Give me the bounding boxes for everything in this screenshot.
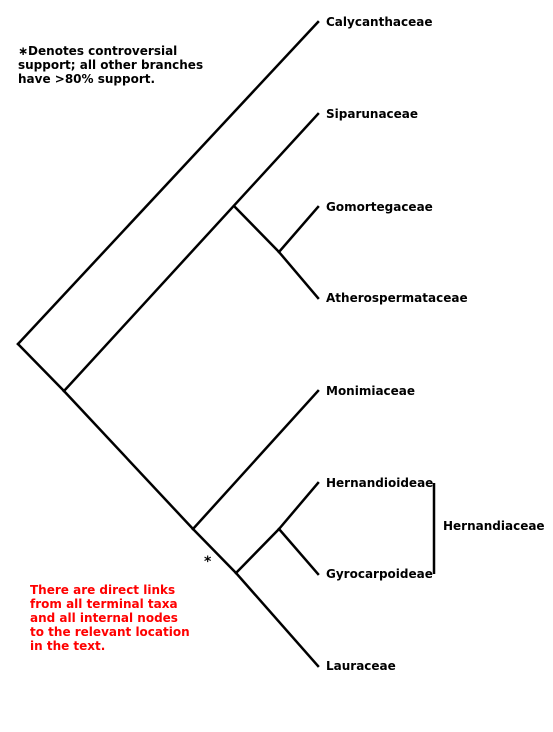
support-note-line: ∗Denotes controversial bbox=[18, 44, 178, 58]
tree-branches bbox=[16, 20, 320, 668]
branch-n6-hernandioideae bbox=[277, 481, 320, 531]
branch-root-n1 bbox=[16, 342, 66, 393]
branch-n1-siparunaceae bbox=[62, 112, 320, 393]
taxon-label-gyrocarpoideae[interactable]: Gyrocarpoideae bbox=[326, 567, 433, 581]
taxon-label-atherospermataceae[interactable]: Atherospermataceae bbox=[326, 291, 468, 305]
links-note-line: and all internal nodes bbox=[30, 611, 178, 625]
links-note: There are direct links from all terminal… bbox=[30, 583, 190, 653]
taxon-label-calycanthaceae[interactable]: Calycanthaceae bbox=[326, 15, 432, 29]
support-note: ∗Denotes controversial support; all othe… bbox=[18, 44, 203, 86]
links-note-line: There are direct links bbox=[30, 583, 176, 597]
branch-n2-n3 bbox=[233, 205, 281, 254]
branch-n1-n4 bbox=[62, 389, 195, 531]
branch-root-calycanthaceae bbox=[16, 20, 320, 346]
support-note-line: support; all other branches bbox=[18, 58, 204, 72]
branch-n4-n5 bbox=[191, 527, 238, 575]
taxon-label-gomortegaceae[interactable]: Gomortegaceae bbox=[326, 200, 433, 214]
taxon-label-hernandioideae[interactable]: Hernandioideae bbox=[326, 476, 433, 490]
taxon-labels: CalycanthaceaeSiparunaceaeGomortegaceaeA… bbox=[326, 15, 468, 673]
controversial-support-marker: * bbox=[204, 554, 212, 570]
taxon-label-siparunaceae[interactable]: Siparunaceae bbox=[326, 107, 418, 121]
branch-n6-gyrocarpoideae bbox=[277, 527, 320, 576]
links-note-line: to the relevant location bbox=[30, 625, 190, 639]
clade-label-hernandiaceae[interactable]: Hernandiaceae bbox=[443, 519, 545, 533]
branch-n4-monimiaceae bbox=[191, 389, 320, 531]
links-note-line: from all terminal taxa bbox=[30, 597, 178, 611]
branch-n5-n6 bbox=[234, 527, 281, 575]
support-note-line: have >80% support. bbox=[18, 72, 156, 86]
links-note-line: in the text. bbox=[30, 639, 106, 653]
taxon-label-lauraceae[interactable]: Lauraceae bbox=[326, 659, 396, 673]
branch-n3-atherospermataceae bbox=[277, 250, 320, 300]
branch-n3-gomortegaceae bbox=[277, 205, 320, 254]
branch-n5-lauraceae bbox=[234, 571, 320, 668]
taxon-label-monimiaceae[interactable]: Monimiaceae bbox=[326, 384, 415, 398]
